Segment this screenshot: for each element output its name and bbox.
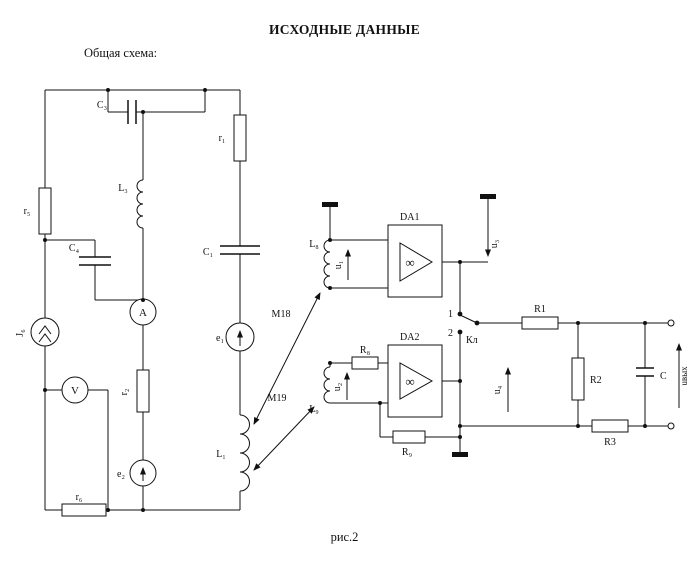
inductor-L9: L₉ [309,366,331,415]
resistor-r6: r₆ [61,492,107,517]
label-u2: u₂ [332,383,343,392]
opamp-DA2: ∞ DA2 [387,332,443,418]
page-title: ИСХОДНЫЕ ДАННЫЕ [268,22,421,37]
opamp-DA2-gain: ∞ [405,374,414,389]
label-R3: R3 [604,437,616,448]
schematic-subtitle: Общая схема: [84,46,158,60]
source-e1: e₁ [216,322,255,352]
label-L9: L₉ [309,404,319,415]
voltmeter: V [61,376,89,404]
mutual-inductance-M18: M18 [253,292,321,425]
label-r5: r₅ [24,206,31,217]
label-e2: e₂ [117,469,125,480]
label-R1: R1 [534,304,546,315]
opamp-DA1: ∞ DA1 [387,212,443,298]
resistor-r1: r₁ [219,114,247,162]
label-R9: R₉ [402,447,413,458]
voltage-u1: u₁ [333,249,351,280]
label-J6: J₆ [15,329,26,337]
wires-left-block [44,89,241,511]
label-M19: M19 [268,393,287,404]
label-C1: C₁ [203,247,213,258]
junction-dots [43,88,647,512]
voltage-uout: uвых [676,343,689,408]
resistor-R8: R₈ [351,345,379,370]
switch-pos2: 2 [448,328,453,339]
output-terminal-top [667,319,675,327]
label-u1: u₁ [333,261,344,270]
voltage-u4: u₄ [492,367,511,412]
switch-label: Кл [466,335,478,346]
label-C: C [660,371,667,382]
figure-caption: рис.2 [330,530,359,544]
label-r6: r₆ [76,492,83,503]
current-source-J6: J₆ [15,317,60,347]
label-C4: C₄ [69,243,80,254]
ground-top-left-icon [322,202,338,207]
label-r1: r₁ [219,133,226,144]
switch-pos1: 1 [448,309,453,320]
capacitor-C4: C₄ [69,243,111,266]
label-M18: M18 [272,309,291,320]
resistor-R3: R3 [591,419,629,448]
label-e1: e₁ [216,333,224,344]
capacitor-C1: C₁ [203,245,260,258]
label-C3: C₃ [97,100,107,111]
label-L8: L₈ [309,239,319,250]
ammeter: A [129,298,157,326]
label-DA2: DA2 [400,332,419,343]
capacitor-C: C [636,367,667,382]
label-u3: u₃ [489,240,500,249]
inductor-L1: L₁ [216,414,250,492]
capacitor-C3: C₃ [97,100,137,124]
opamp-DA1-gain: ∞ [405,255,414,270]
inductor-L3: L₃ [118,179,144,229]
voltage-u2: u₂ [332,372,350,400]
ground-u3: u₃ [480,194,500,257]
ground-bottom-icon [452,452,468,457]
label-L3: L₃ [118,183,128,194]
output-terminals [667,319,675,430]
label-R2: R2 [590,375,602,386]
label-L1: L₁ [216,449,226,460]
source-e2: e₂ [117,459,157,487]
ammeter-letter: A [139,307,147,319]
mutual-inductance-M19: M19 [253,393,315,471]
resistor-R9: R₉ [392,430,426,458]
switch-kl: 1 2 Кл [448,309,480,346]
output-terminal-bottom [667,422,675,430]
label-R8: R₈ [360,345,371,356]
label-uout: uвых [679,366,689,386]
resistor-R1: R1 [521,304,559,330]
resistor-r2: r₂ [119,369,150,413]
inductor-L8: L₈ [309,239,331,289]
resistor-r5: r₅ [24,187,52,235]
label-DA1: DA1 [400,212,419,223]
resistor-R2: R2 [571,357,602,401]
wires-right-block [329,199,668,452]
label-u4: u₄ [492,385,503,394]
label-r2: r₂ [119,389,130,396]
voltmeter-letter: V [71,385,79,397]
